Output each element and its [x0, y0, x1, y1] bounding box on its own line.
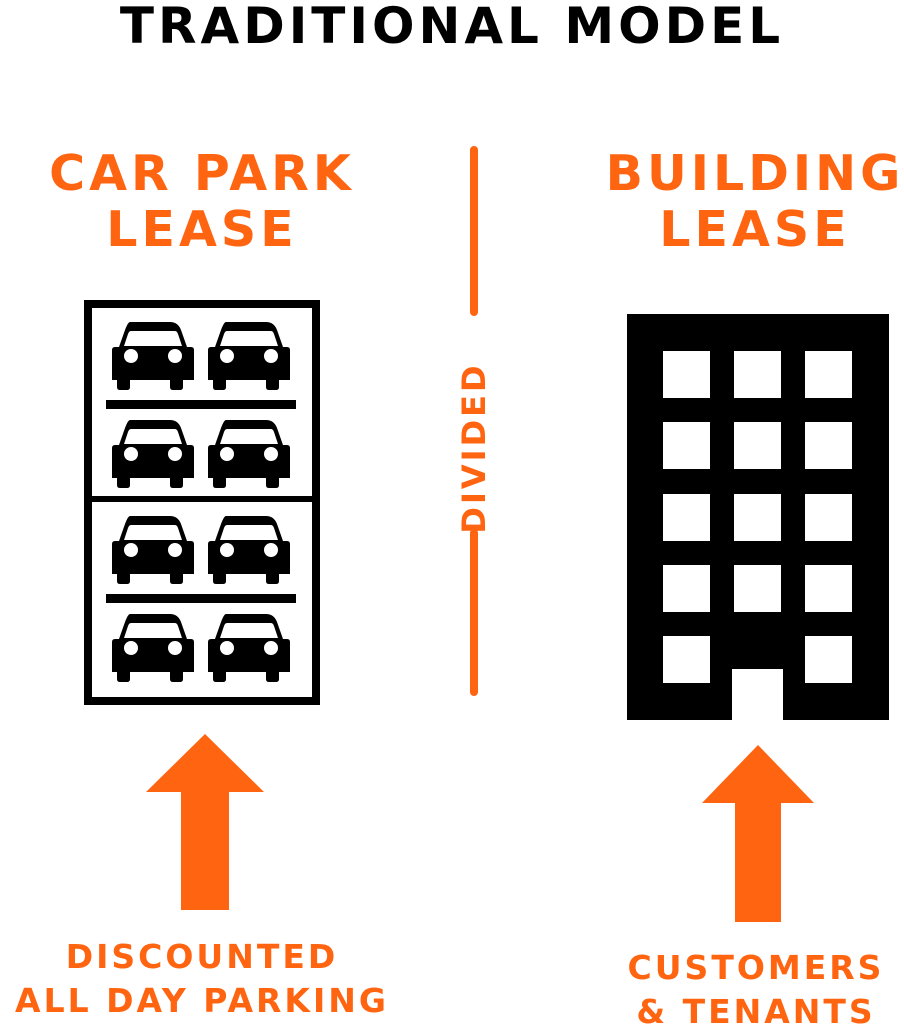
building-window: [734, 422, 781, 469]
left-arrow-shape: [146, 734, 264, 910]
car-park-lease-heading-line2: LEASE: [106, 201, 298, 258]
parking-row-divider-lower: [106, 594, 296, 603]
up-arrow-icon: [702, 745, 814, 922]
car-park-frame: [84, 300, 320, 705]
building-window: [805, 494, 852, 541]
car-icon: [112, 420, 194, 488]
building-window: [663, 422, 710, 469]
customers-tenants-caption-line1: CUSTOMERS: [627, 948, 885, 987]
car-icon: [112, 516, 194, 584]
building-lease-heading-line2: LEASE: [659, 201, 851, 258]
building-window: [663, 565, 710, 612]
building-lease-heading: BUILDING LEASE: [580, 146, 904, 258]
building-windows: [663, 351, 852, 683]
car-icon: [112, 614, 194, 682]
car-park-lease-heading-line1: CAR PARK: [49, 145, 355, 202]
car-park-icon: [84, 300, 320, 705]
building-icon: [627, 314, 889, 720]
right-arrow-shape: [702, 745, 814, 922]
building-window: [805, 565, 852, 612]
parking-row-divider-upper: [106, 400, 296, 409]
building-window: [734, 565, 781, 612]
building-window: [805, 636, 852, 683]
divider-label: DIVIDED: [454, 362, 494, 533]
car-icon: [208, 322, 290, 390]
building-window: [805, 422, 852, 469]
building-window: [734, 351, 781, 398]
building-window: [805, 351, 852, 398]
building-window: [734, 494, 781, 541]
car-icon: [112, 322, 194, 390]
page-title: TRADITIONAL MODEL: [119, 0, 785, 55]
car-park-lease-heading: CAR PARK LEASE: [0, 146, 404, 258]
divider-label-text: DIVIDED: [455, 362, 493, 534]
car-icon: [208, 614, 290, 682]
customers-tenants-caption: CUSTOMERS & TENANTS: [604, 946, 904, 1034]
building-window: [663, 636, 710, 683]
discounted-parking-caption-line2: ALL DAY PARKING: [15, 981, 389, 1020]
car-park-level-divider: [88, 496, 316, 502]
car-icon: [208, 516, 290, 584]
building-window: [663, 494, 710, 541]
up-arrow-icon: [146, 734, 264, 910]
customers-tenants-caption-line2: & TENANTS: [636, 992, 876, 1031]
building-window: [663, 351, 710, 398]
car-icon: [208, 420, 290, 488]
building-lease-heading-line1: BUILDING: [605, 145, 904, 202]
discounted-parking-caption: DISCOUNTED ALL DAY PARKING: [0, 935, 404, 1023]
discounted-parking-caption-line1: DISCOUNTED: [65, 937, 339, 976]
